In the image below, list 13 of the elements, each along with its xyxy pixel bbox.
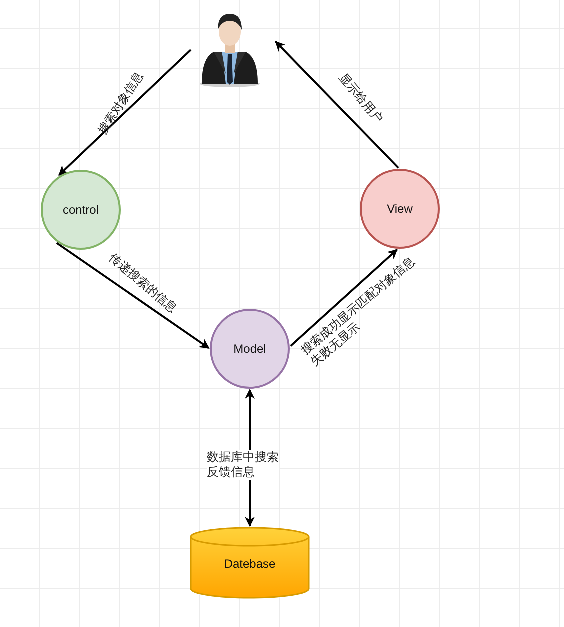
node-label: View <box>387 202 413 216</box>
node-label: Model <box>234 342 266 356</box>
edge-label: 数据库中搜索反馈信息 <box>207 450 279 480</box>
arrow <box>290 249 398 347</box>
arrow <box>275 41 400 169</box>
edge-label: 显示给用户 <box>336 70 387 126</box>
edge-label: 搜索成功显示匹配对象信息失败无显示 <box>298 254 418 370</box>
node-label: control <box>62 203 100 217</box>
edge-label: 传递搜索的信息 <box>106 250 181 316</box>
node-label: Datebase <box>223 557 277 571</box>
arrow <box>58 49 192 176</box>
edge-label: 搜索对象信息 <box>94 68 148 138</box>
arrow <box>56 242 210 350</box>
